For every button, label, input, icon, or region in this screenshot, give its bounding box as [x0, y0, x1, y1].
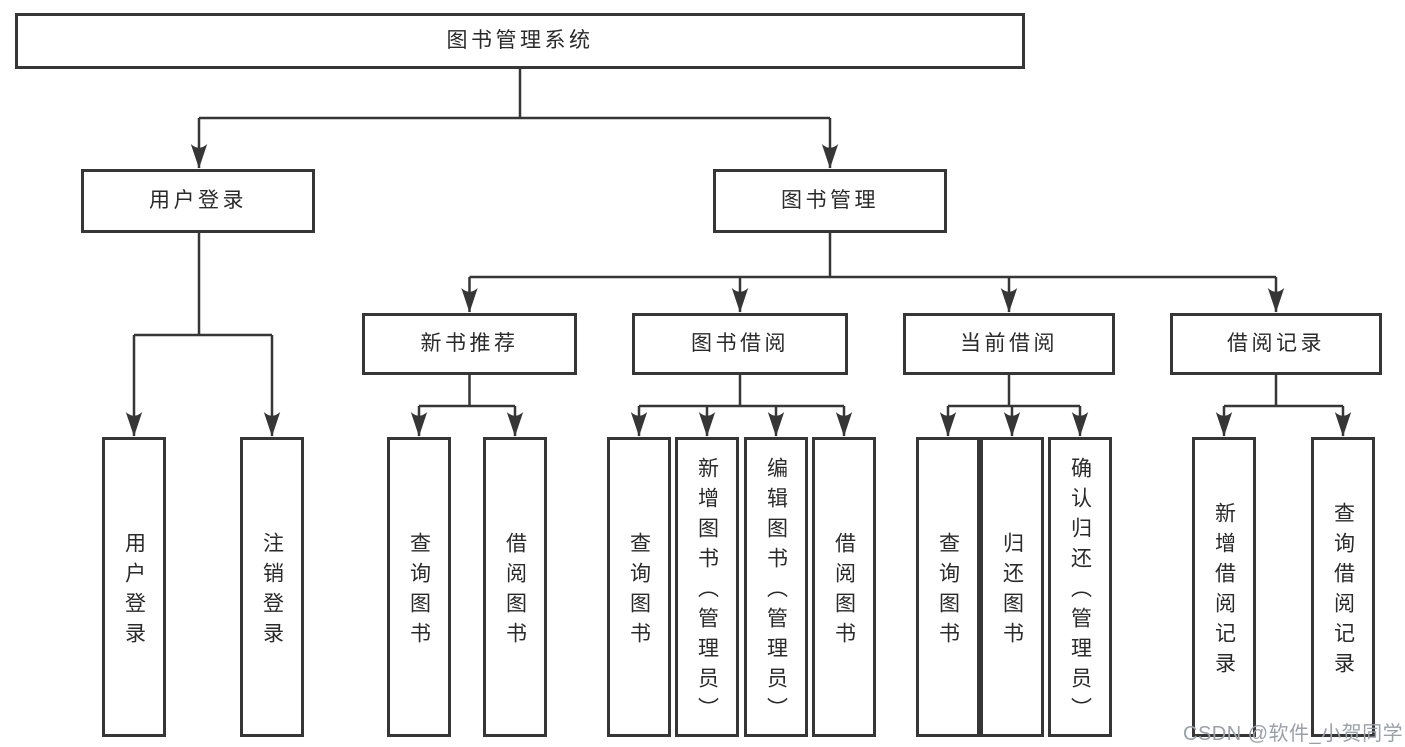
- node-new-book-recommend: 新书推荐: [362, 313, 577, 375]
- node-label: 注销登录: [260, 531, 284, 652]
- node-library-system: 图书管理系统: [15, 13, 1025, 69]
- node-label: 图书借阅: [691, 332, 789, 356]
- node-label: 查询借阅记录: [1331, 501, 1355, 682]
- node-label: 确认归还（管理员）: [1068, 456, 1092, 727]
- connectors-book-management: [461, 233, 1285, 313]
- leaf-return-book: 归还图书: [980, 437, 1044, 737]
- node-label: 图书管理系统: [446, 29, 594, 53]
- node-label: 图书管理: [781, 189, 879, 213]
- leaf-borrow-borrow-books: 借阅图书: [812, 437, 876, 737]
- connectors-borrow-records: [1215, 375, 1352, 437]
- connectors-book-borrow: [630, 375, 853, 437]
- node-label: 当前借阅: [960, 332, 1058, 356]
- leaf-confirm-return-admin: 确认归还（管理员）: [1048, 437, 1112, 737]
- node-label: 用户登录: [122, 531, 146, 652]
- node-borrow-records: 借阅记录: [1170, 313, 1382, 375]
- node-label: 新增图书（管理员）: [695, 456, 719, 727]
- leaf-query-borrow-record: 查询借阅记录: [1311, 437, 1375, 737]
- node-label: 用户登录: [149, 189, 247, 213]
- node-label: 新增借阅记录: [1212, 501, 1236, 682]
- leaf-borrow-query-books: 查询图书: [607, 437, 671, 737]
- node-book-borrow: 图书借阅: [632, 313, 848, 375]
- connectors-current-borrow: [939, 375, 1089, 437]
- leaf-add-borrow-record: 新增借阅记录: [1192, 437, 1256, 737]
- leaf-logout: 注销登录: [240, 437, 304, 737]
- node-book-management: 图书管理: [713, 169, 947, 233]
- leaf-edit-book-admin: 编辑图书（管理员）: [744, 437, 808, 737]
- node-label: 查询图书: [407, 531, 431, 652]
- leaf-current-query-books: 查询图书: [916, 437, 980, 737]
- node-user-login: 用户登录: [81, 169, 315, 233]
- connectors-new-book-recommend: [410, 375, 524, 437]
- node-label: 归还图书: [1000, 531, 1024, 652]
- node-label: 编辑图书（管理员）: [764, 456, 788, 727]
- leaf-user-login: 用户登录: [102, 437, 166, 737]
- csdn-watermark: CSDN @软件_小贺同学: [1183, 723, 1404, 745]
- node-label: 借阅图书: [503, 531, 527, 652]
- leaf-add-book-admin: 新增图书（管理员）: [675, 437, 739, 737]
- connectors-user-login: [125, 233, 281, 437]
- node-label: 查询图书: [936, 531, 960, 652]
- connectors-root: [190, 69, 839, 169]
- node-label: 新书推荐: [420, 332, 519, 356]
- node-label: 借阅图书: [832, 531, 856, 652]
- leaf-recommend-borrow-books: 借阅图书: [483, 437, 547, 737]
- node-current-borrow: 当前借阅: [903, 313, 1115, 375]
- node-label: 查询图书: [627, 531, 651, 652]
- leaf-recommend-query-books: 查询图书: [387, 437, 451, 737]
- node-label: 借阅记录: [1227, 332, 1325, 356]
